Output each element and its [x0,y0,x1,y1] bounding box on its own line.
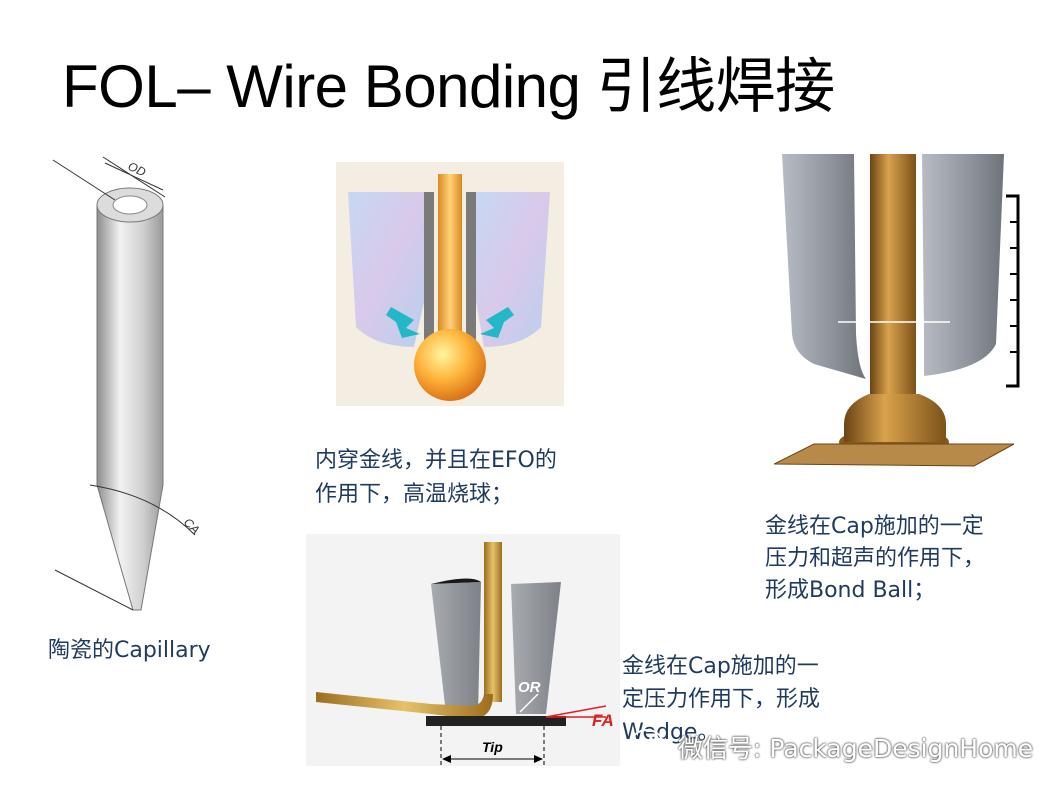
capillary-figure: OD CA [52,156,203,611]
od-label: OD [126,159,149,179]
caption-ball-2: 压力和超声的作用下， [765,546,986,571]
watermark-text: 微信号: PackageDesignHome [678,734,1034,763]
fa-label: FA [592,711,614,730]
efo-ball-figure [336,162,564,406]
caption-wedge-1: 金线在Cap施加的一 [622,654,819,679]
wechat-icon [631,729,672,760]
slide-title: FOL– Wire Bonding 引线焊接 [62,53,835,120]
bond-ball-figure [774,154,1020,467]
ca-label: CA [181,515,203,537]
caption-efo-1: 内穿金线，并且在EFO的 [315,448,557,473]
caption-ball-1: 金线在Cap施加的一定 [765,514,984,539]
caption-wedge-2: 定压力作用下，形成 [622,687,821,712]
wedge-figure: Tip OR FA [306,534,620,766]
or-label: OR [518,679,541,696]
tip-label: Tip [482,739,503,755]
caption-ball-3: 形成Bond Ball； [765,578,936,603]
caption-efo-2: 作用下，高温烧球； [315,482,514,507]
caption-capillary: 陶瓷的Capillary [48,638,211,663]
